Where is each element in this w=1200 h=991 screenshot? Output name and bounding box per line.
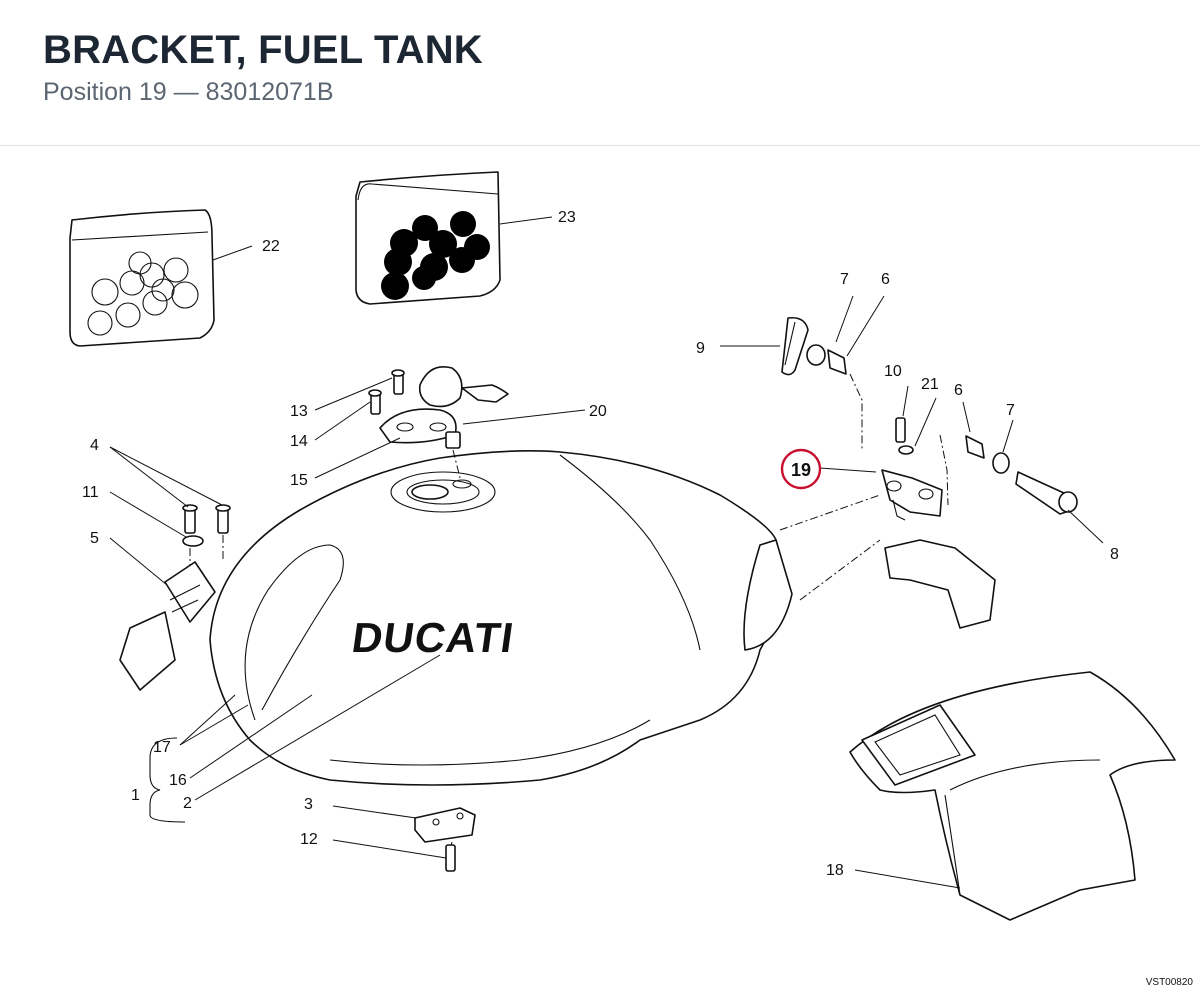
washer-11 — [182, 535, 204, 547]
callout-23: 23 — [558, 209, 576, 226]
highlight-ring — [780, 448, 822, 490]
bushing-6-upper — [827, 349, 847, 375]
fuel-tank-body: DUCATI — [209, 450, 793, 786]
callout-7-right: 7 — [1006, 402, 1015, 419]
screw-4b — [215, 504, 231, 534]
fuel-tank-bracket-19 — [779, 417, 996, 629]
callout-18: 18 — [826, 862, 844, 879]
hardware-upper — [781, 316, 863, 450]
callout-1: 1 — [131, 787, 140, 804]
page-title: BRACKET, FUEL TANK — [43, 28, 483, 72]
callout-12: 12 — [300, 831, 318, 848]
callout-6-right: 6 — [954, 382, 963, 399]
callout-11: 11 — [82, 484, 99, 501]
callout-10: 10 — [884, 363, 902, 380]
washer-7-right — [992, 452, 1010, 474]
callout-14: 14 — [290, 433, 308, 450]
washer-21 — [898, 445, 914, 455]
filler-cap-assembly — [368, 366, 509, 479]
screw-12 — [445, 844, 456, 872]
callout-7-upper: 7 — [840, 271, 849, 288]
screw-13 — [391, 369, 405, 395]
callout-labels: 22 23 7 6 9 10 21 6 7 8 13 14 15 20 4 11… — [82, 209, 1119, 879]
rubber-mount-3 — [414, 807, 476, 872]
drawing-code: VST00820 — [1146, 977, 1194, 988]
page-header: BRACKET, FUEL TANK Position 19 — 8301207… — [0, 0, 1200, 146]
callout-13: 13 — [290, 403, 308, 420]
callout-2: 2 — [183, 795, 192, 812]
callout-4: 4 — [90, 437, 99, 454]
separator: — — [173, 78, 199, 106]
callout-5: 5 — [90, 530, 99, 547]
callout-20: 20 — [589, 403, 607, 420]
callout-15: 15 — [290, 472, 308, 489]
spacer-20 — [445, 431, 461, 449]
bushing-6-right — [965, 435, 985, 459]
screw-14 — [368, 389, 382, 415]
callout-22: 22 — [262, 238, 280, 255]
decal-pack-22 — [69, 209, 215, 347]
leader-lines — [109, 216, 1104, 889]
position-label: Position 19 — [43, 78, 167, 106]
callout-3: 3 — [304, 796, 313, 813]
page-subtitle: Position 19 — 83012071B — [43, 80, 334, 105]
callout-21: 21 — [921, 376, 939, 393]
ducati-brand-text: DUCATI — [349, 614, 517, 661]
tank-latch-5 — [119, 504, 231, 691]
callout-19: 19 — [791, 460, 811, 480]
callout-8: 8 — [1110, 546, 1119, 563]
screw-10 — [895, 417, 906, 443]
callout-6-upper: 6 — [881, 271, 890, 288]
hardware-right — [965, 435, 1078, 515]
callout-19-highlight: 19 — [780, 448, 822, 490]
screw-4a — [182, 504, 198, 534]
part-number: 83012071B — [205, 78, 334, 106]
callout-9: 9 — [696, 340, 705, 357]
tank-cover-18 — [849, 671, 1176, 921]
emblem-pack-23 — [355, 171, 501, 305]
callout-17: 17 — [153, 739, 171, 756]
callout-16: 16 — [169, 772, 187, 789]
washer-7-upper — [806, 344, 826, 366]
